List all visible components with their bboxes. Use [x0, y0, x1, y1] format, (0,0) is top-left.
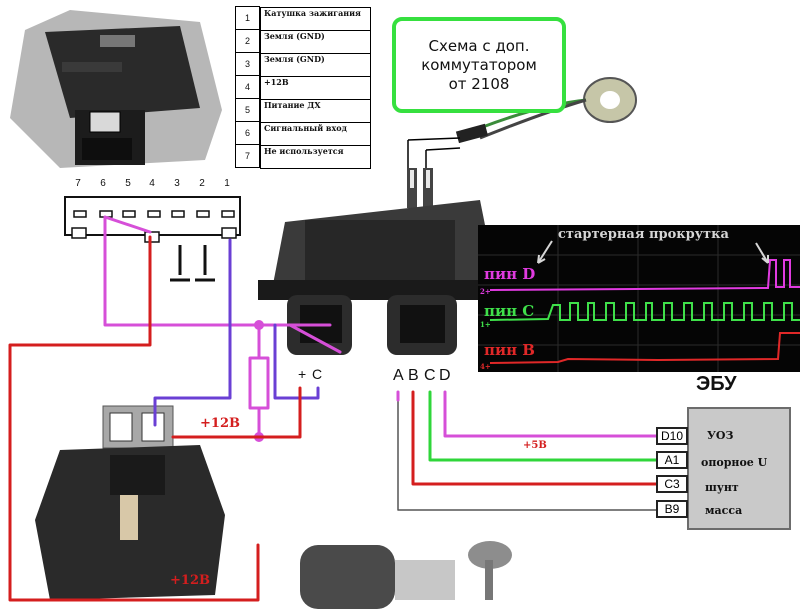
junction-dot [254, 320, 264, 330]
annotation-arrow [537, 240, 553, 264]
channel-marker: 1+ [480, 320, 491, 329]
oscilloscope-screen: стартерная прокрутка пин D пин C пин B 2… [478, 225, 800, 372]
callout-line: коммутатором [421, 55, 537, 74]
pin-function: +12В [260, 75, 371, 100]
voltage-label: +12В [170, 573, 210, 588]
connector-pin-slots [73, 210, 235, 218]
module-c-label: C [312, 366, 322, 382]
scope-annotation: стартерная прокрутка [558, 227, 729, 242]
channel-marker: 4+ [480, 362, 491, 371]
wire-module-plus [273, 323, 320, 400]
wire-ecu-a1 [428, 390, 658, 462]
ecu-block: УОЗ опорное U шунт масса [687, 407, 791, 530]
connector-pin-number: 1 [224, 178, 230, 189]
pin-number: 2 [235, 29, 260, 53]
voltage-label: +5В [523, 440, 547, 451]
module-pin-label: D [439, 367, 451, 384]
ecu-function: УОЗ [707, 429, 734, 442]
hei-module-image [258, 168, 500, 355]
oscilloscope-traces [478, 225, 800, 372]
connector-pin-number: 5 [125, 178, 131, 189]
pin-function: Земля (GND) [260, 52, 371, 77]
ecu-function: опорное U [701, 456, 768, 469]
wire-ecu-d10 [443, 390, 658, 438]
ecu-title: ЭБУ [696, 373, 737, 395]
ground-symbols [170, 245, 215, 282]
ignition-switch-image [300, 541, 512, 609]
ecu-pin: A1 [656, 451, 688, 469]
pin-function: Катушка зажигания [260, 6, 371, 31]
module-pin-label: B [408, 367, 419, 384]
ecu-function: масса [705, 504, 743, 517]
wire-plus12 [8, 235, 302, 602]
trace-pin-d [489, 259, 800, 291]
annotation-arrow [755, 242, 769, 264]
callout-line: от 2108 [448, 74, 510, 93]
connector-pin-number: 3 [174, 178, 180, 189]
connector-pin-number: 6 [100, 178, 106, 189]
commutator-2108-image [0, 0, 235, 170]
pin-number: 1 [235, 6, 260, 30]
trace-label: пин B [484, 341, 535, 359]
trace-label: пин C [484, 302, 535, 320]
connector-pin-number: 2 [199, 178, 205, 189]
wire-ecu-ground [397, 391, 657, 511]
ecu-pin: C3 [656, 475, 688, 493]
scheme-callout: Схема с доп. коммутатором от 2108 [392, 17, 566, 113]
connector-pin-number: 4 [149, 178, 155, 189]
connector-pin-number: 7 [75, 178, 81, 189]
module-plus-label: + [298, 366, 306, 382]
wire-ecu-c3 [411, 390, 658, 486]
ignition-coil-image [35, 405, 225, 600]
channel-marker: 2+ [480, 287, 491, 296]
pin-function: Сигнальный вход [260, 121, 371, 146]
module-pin-label: A [393, 367, 404, 384]
seven-pin-connector: 7 6 5 4 3 2 1 [64, 178, 241, 243]
resistor [248, 356, 270, 410]
ecu-function: шунт [705, 481, 739, 494]
pin-number: 7 [235, 144, 260, 168]
module-pin-label: C [424, 367, 436, 384]
pin-number: 6 [235, 121, 260, 145]
ecu-pin: D10 [656, 427, 688, 445]
table-row: 4+12В [235, 75, 371, 100]
ecu-pin: B9 [656, 500, 688, 518]
trace-pin-b [489, 332, 800, 364]
callout-line: Схема с доп. [428, 36, 530, 55]
pin-number: 5 [235, 98, 260, 122]
pin-number: 4 [235, 75, 260, 99]
voltage-label: +12В [200, 416, 240, 431]
wire-pin1-coil [153, 238, 232, 427]
trace-label: пин D [484, 265, 536, 283]
trace-pin-c [489, 302, 800, 321]
pin-function: Питание ДХ [260, 98, 371, 123]
pin-function: Земля (GND) [260, 29, 371, 54]
pin-number: 3 [235, 52, 260, 76]
pin-function: Не используется [260, 144, 371, 169]
